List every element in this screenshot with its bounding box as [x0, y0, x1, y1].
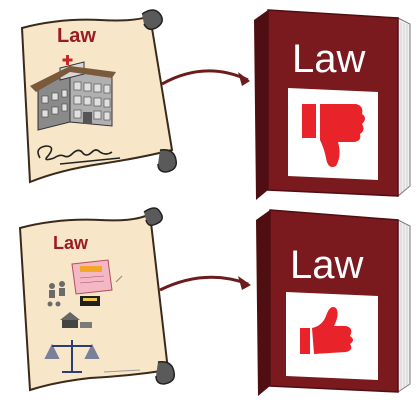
scroll-2-title: Law: [53, 233, 89, 253]
signature-icon: [37, 145, 121, 165]
arrow-1: [161, 69, 250, 86]
book-1-title: Law: [292, 37, 365, 81]
scroll-1-title: Law: [57, 25, 96, 47]
scales-of-justice-icon: [44, 340, 100, 373]
house-icon: [60, 312, 92, 328]
small-sign-icon: [80, 296, 100, 306]
law-book-1: Law: [254, 9, 411, 200]
law-scroll-2: Law: [18, 207, 176, 392]
thumbs-up-icon: [300, 307, 353, 354]
law-scroll-1: Law: [20, 9, 178, 184]
small-print-line: [103, 369, 141, 373]
law-book-2: Law: [256, 209, 411, 396]
thumbs-down-icon: [302, 104, 365, 167]
plan-document-icon: [71, 259, 123, 295]
people-icons: [47, 281, 65, 307]
hospital-building-icon: [30, 55, 116, 131]
book-2-title: Law: [290, 243, 363, 287]
arrow-2: [159, 275, 251, 292]
